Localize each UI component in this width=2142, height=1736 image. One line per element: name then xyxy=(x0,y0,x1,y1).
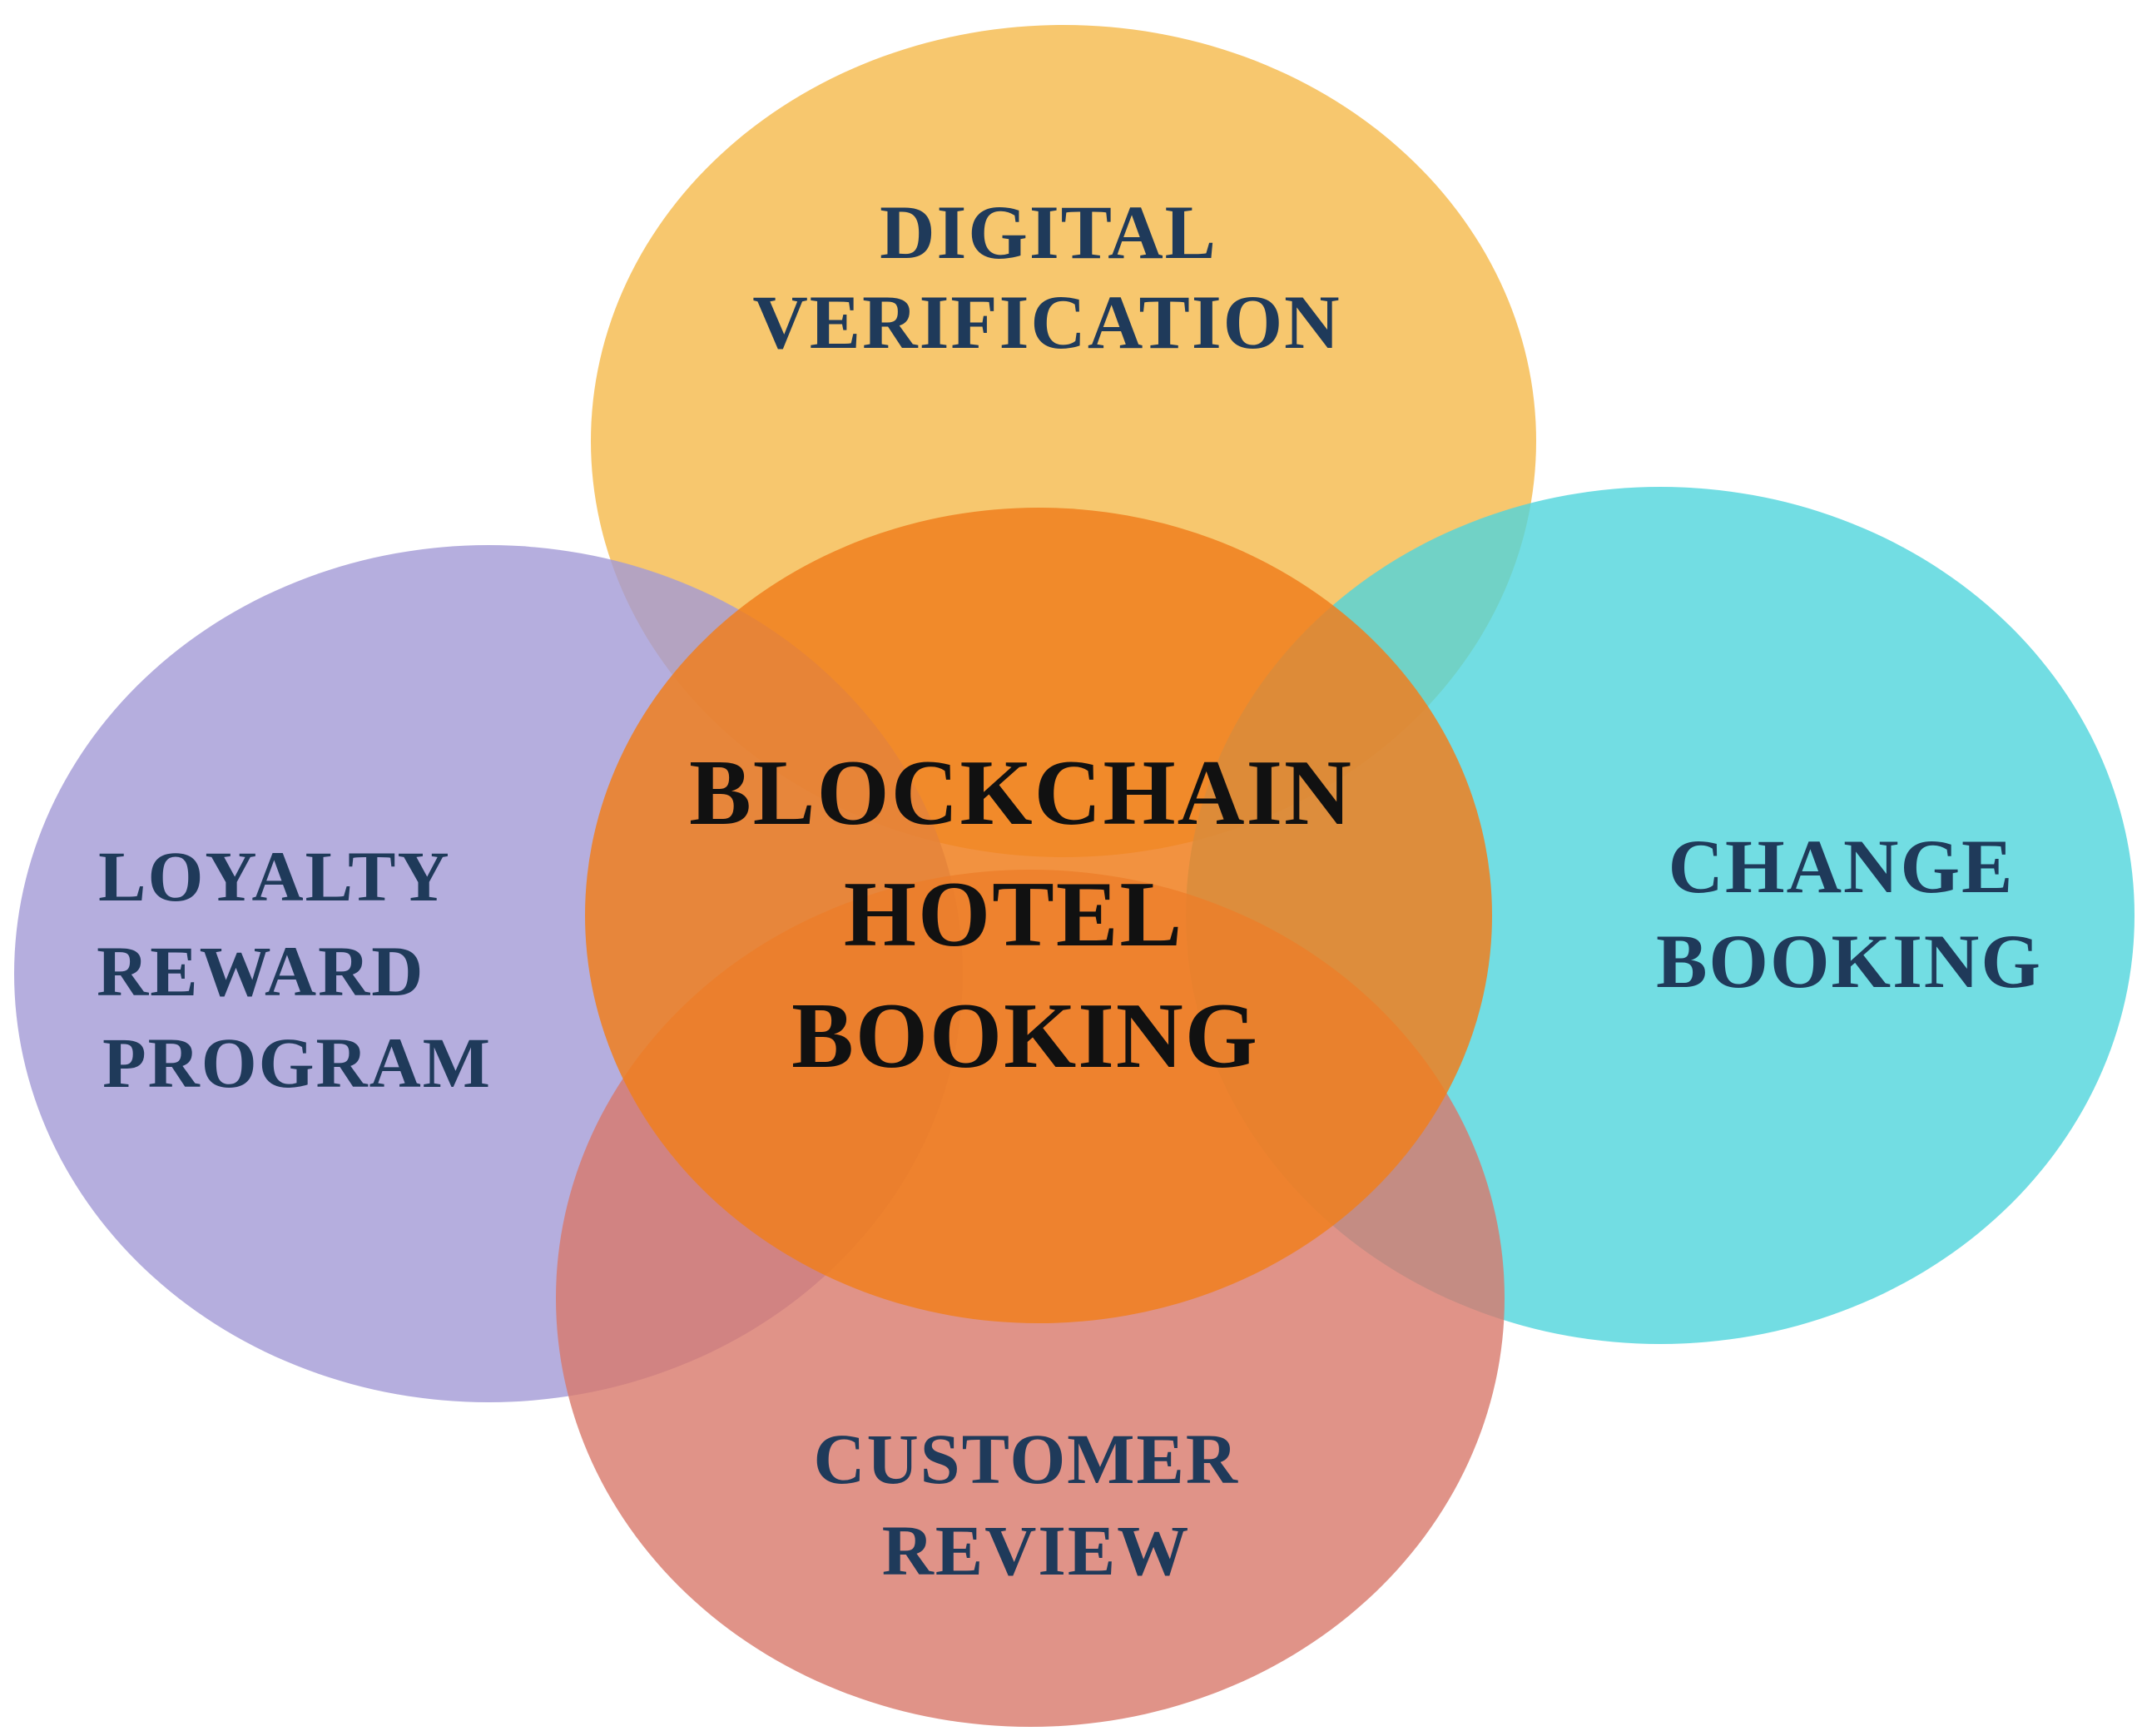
label-digital-verification: DIGITAL VERIFICATION xyxy=(752,190,1341,365)
label-line: VERIFICATION xyxy=(752,280,1341,365)
label-line: BOOKING xyxy=(791,985,1259,1088)
label-change-booking: CHANGE BOOKING xyxy=(1656,824,2042,1004)
label-blockchain-hotel-booking: BLOCKCHAIN HOTEL BOOKING xyxy=(689,742,1378,1088)
label-line: CHANGE xyxy=(1668,824,2015,909)
label-line: BOOKING xyxy=(1656,919,2042,1004)
label-line: DIGITAL xyxy=(880,190,1213,275)
label-customer-review: CUSTOMER REVIEW xyxy=(814,1419,1259,1590)
label-line: REWARD xyxy=(97,931,424,1011)
circle-blockchain-hotel-booking xyxy=(585,508,1492,1323)
label-line: REVIEW xyxy=(882,1510,1190,1590)
label-loyalty-reward-program: LOYALTY REWARD PROGRAM xyxy=(97,836,492,1103)
label-line: CUSTOMER xyxy=(814,1419,1239,1499)
label-line: BLOCKCHAIN xyxy=(689,742,1353,845)
label-line: HOTEL xyxy=(844,863,1178,966)
label-line: LOYALTY xyxy=(98,836,448,916)
label-line: PROGRAM xyxy=(102,1023,492,1103)
